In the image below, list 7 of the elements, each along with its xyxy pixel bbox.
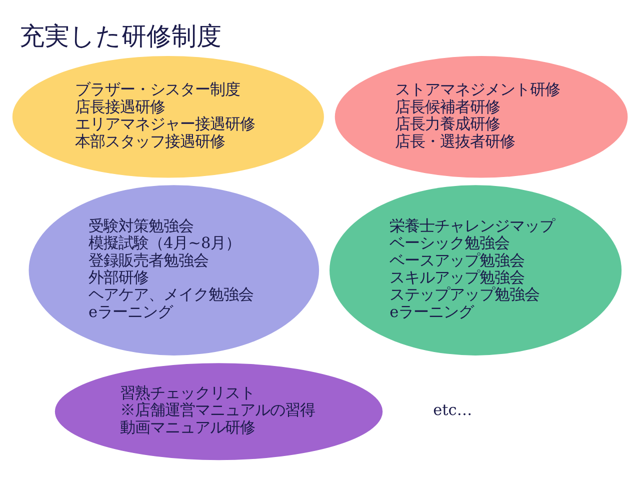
diagram-title: 充実した研修制度 <box>20 20 222 50</box>
node-ellipse: ブラザー・シスター制度 店長接遇研修 エリアマネジャー接遇研修 本部スタッフ接遇研修 <box>12 56 324 178</box>
node-ellipse: 習熟チェックリスト ※店舗運営マニュアルの習得 動画マニュアル研修 <box>54 362 383 460</box>
label: etc… <box>433 400 472 419</box>
node-ellipse: 受験対策勉強会 模擬試験（4月~8月） 登録販売者勉強会 外部研修 ヘアケア、メイク勉強会 eラーニング <box>28 184 320 355</box>
node-ellipse: ストアマネジメント研修 店長候補者研修 店長力養成研修 店長・選抜者研修 <box>334 56 628 178</box>
node-ellipse: 栄養士チャレンジマップ ベーシック勉強会 ベースアップ勉強会 スキルアップ勉強会 ステップアップ勉強会 eラーニング <box>330 184 622 355</box>
